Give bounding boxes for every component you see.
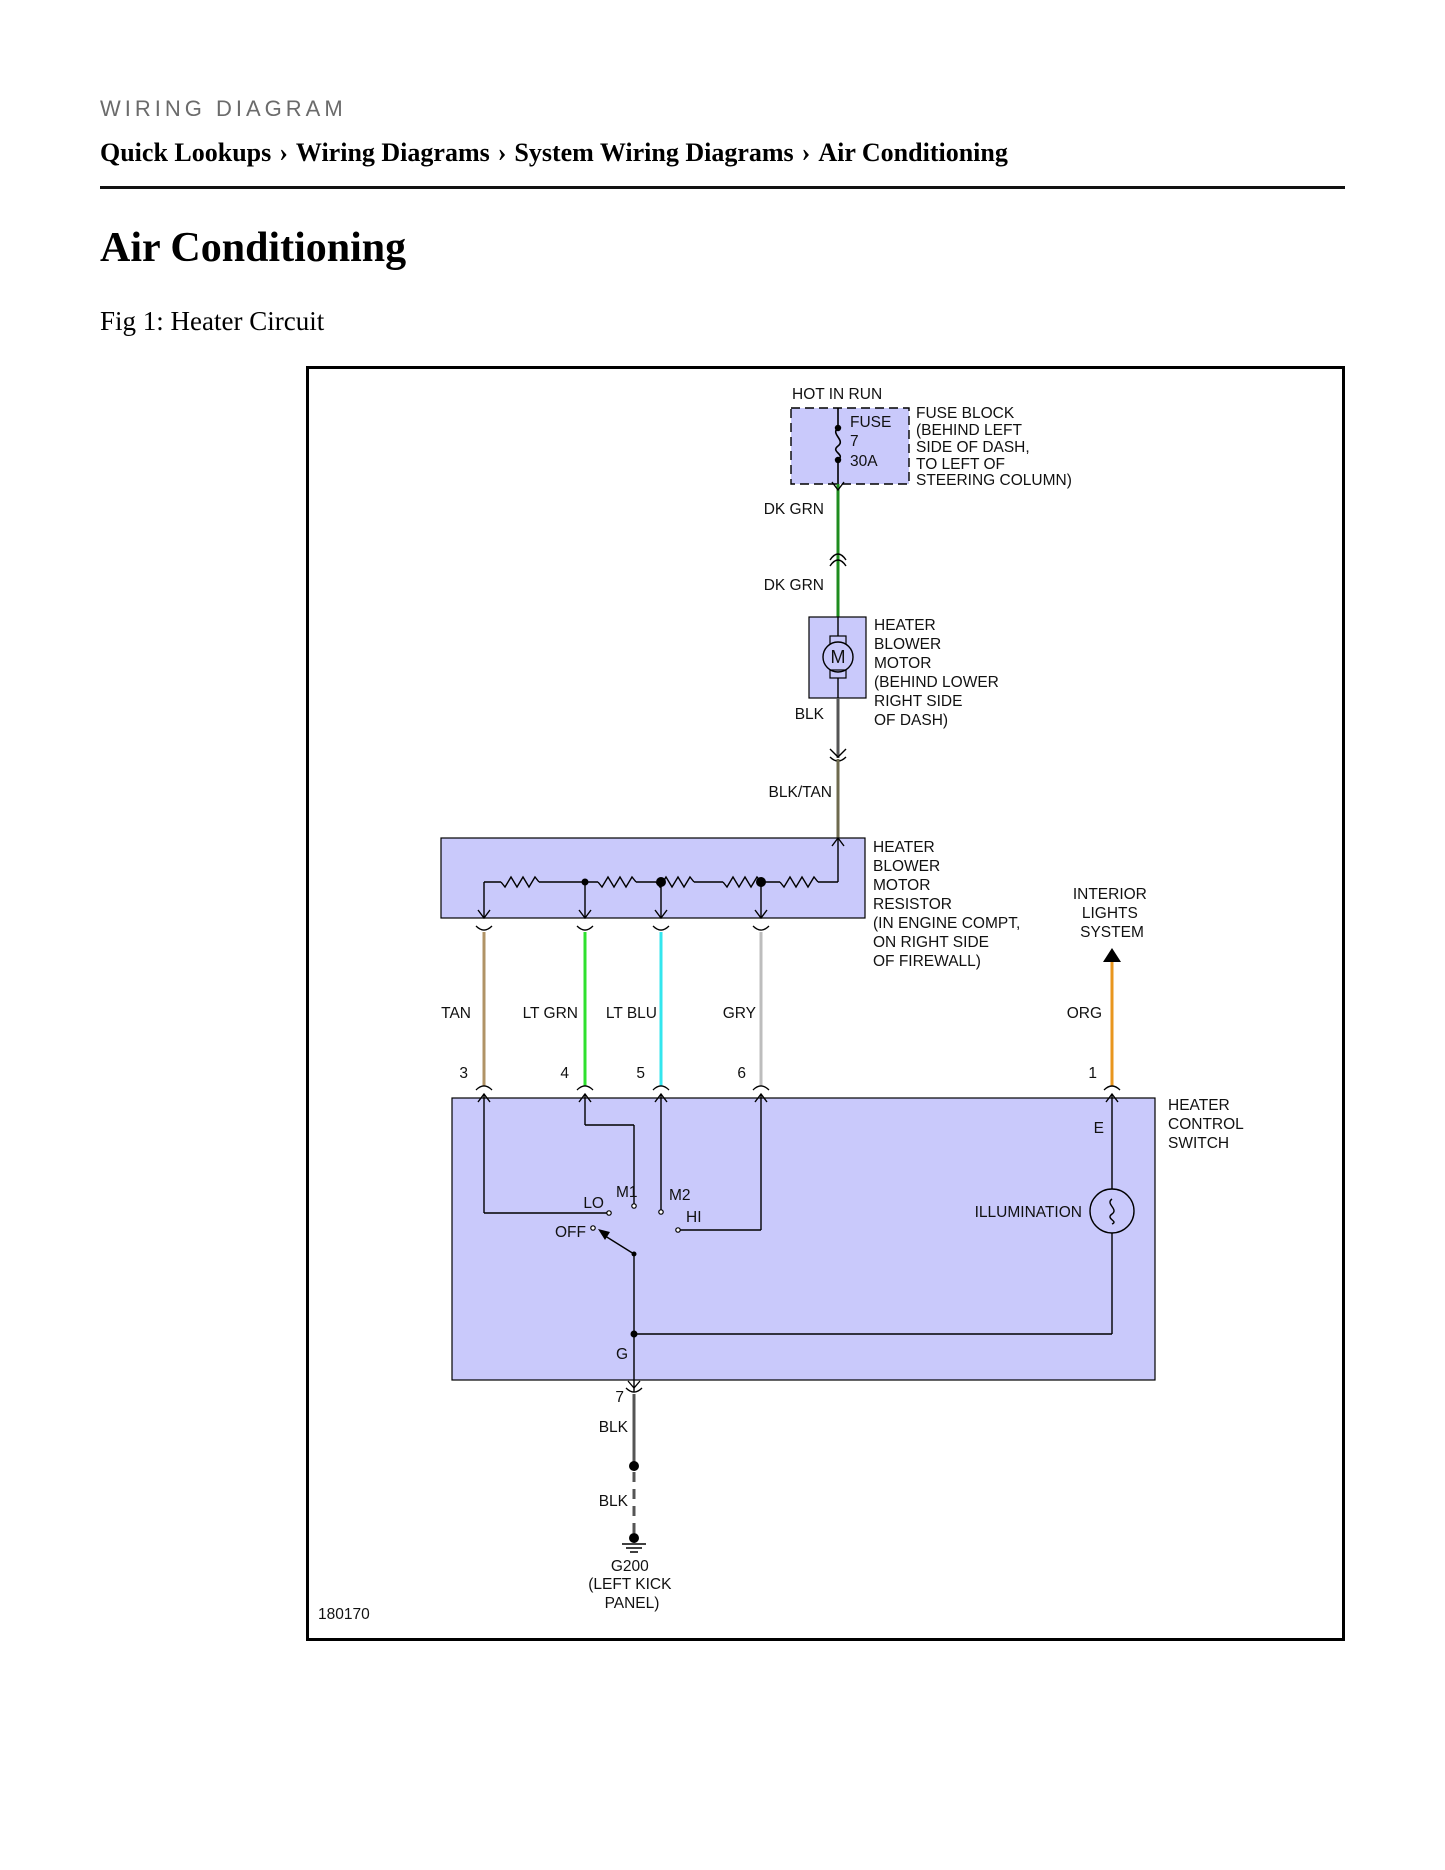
heater-control-switch-label: HEATER CONTROL SWITCH: [1168, 1097, 1248, 1152]
wire-label-tan: TAN: [441, 1005, 471, 1022]
ground-g200-label: G200 (LEFT KICK PANEL): [588, 1558, 676, 1612]
wiring-diagram: HOT IN RUN FUSE 7 30A FUSE BLOCK (BEHIND…: [306, 366, 1345, 1641]
interior-lights-arrow-icon: [1103, 948, 1121, 962]
breadcrumb: Quick Lookups›Wiring Diagrams›System Wir…: [100, 138, 1008, 168]
resistor-node: [656, 877, 666, 887]
pin-4-label: 4: [560, 1065, 569, 1082]
wire-label-blk-motor: BLK: [795, 706, 825, 723]
switch-terminal-e: E: [1094, 1120, 1104, 1137]
heater-control-switch-box: [451, 1097, 1156, 1381]
switch-position-m2: M2: [669, 1187, 691, 1204]
section-eyebrow: WIRING DIAGRAM: [100, 96, 347, 121]
figure-caption: Fig 1: Heater Circuit: [100, 306, 325, 336]
switch-contacts: [590, 1203, 681, 1233]
wire-label-lt-blu: LT BLU: [606, 1005, 657, 1022]
interior-lights-label: INTERIOR LIGHTS SYSTEM: [1073, 886, 1151, 941]
switch-terminal-g: G: [616, 1346, 628, 1363]
switch-position-off: OFF: [555, 1224, 586, 1241]
wire-label-blk-tan: BLK/TAN: [769, 784, 832, 801]
switch-position-lo: LO: [583, 1195, 604, 1212]
ground-symbol-icon: [622, 1533, 646, 1553]
illumination-label: ILLUMINATION: [975, 1204, 1082, 1221]
breadcrumb-item-wiring-diagrams[interactable]: Wiring Diagrams: [295, 138, 490, 167]
switch-connectors-icon: [475, 1085, 1121, 1091]
breadcrumb-separator: ›: [497, 138, 507, 167]
resistor-label: HEATER BLOWER MOTOR RESISTOR (IN ENGINE …: [873, 839, 1025, 970]
pin-5-label: 5: [636, 1065, 645, 1082]
blower-motor-label: HEATER BLOWER MOTOR (BEHIND LOWER RIGHT …: [874, 617, 1003, 729]
wire-label-org: ORG: [1067, 1005, 1102, 1022]
breadcrumb-separator: ›: [279, 138, 288, 167]
pin-7-label: 7: [615, 1389, 624, 1406]
breadcrumb-separator: ›: [801, 138, 811, 167]
connector-fuse-out-icon: [831, 481, 845, 492]
resistor-node: [756, 877, 766, 887]
blower-motor-icon: [822, 617, 854, 698]
fuse-rating: 30A: [850, 453, 878, 470]
resistor-node: [581, 878, 589, 886]
inline-connector-icon: [829, 553, 847, 567]
switch-wiper-arrow-icon: [598, 1229, 610, 1240]
fuse-label: FUSE: [850, 414, 891, 431]
switch-pivot: [631, 1251, 637, 1257]
switch-internal-wiring: [477, 1092, 1119, 1392]
wire-label-blk-ground-1: BLK: [599, 1419, 629, 1436]
pin-3-label: 3: [459, 1065, 468, 1082]
breadcrumb-item-system-wiring-diagrams[interactable]: System Wiring Diagrams: [514, 138, 794, 167]
diagram-frame: [306, 366, 1345, 1641]
ground-connector-icon: [625, 1380, 643, 1393]
pin-1-label: 1: [1088, 1065, 1097, 1082]
splice-node: [629, 1461, 639, 1471]
header-divider: [100, 186, 1345, 189]
wire-label-blk-ground-2: BLK: [599, 1493, 629, 1510]
breadcrumb-item-quick-lookups[interactable]: Quick Lookups: [100, 138, 272, 167]
switch-ground-node: [630, 1330, 638, 1338]
page-title: Air Conditioning: [100, 225, 407, 271]
breadcrumb-item-air-conditioning[interactable]: Air Conditioning: [818, 138, 1008, 167]
fuse-number: 7: [850, 433, 859, 450]
fuse-block: [790, 407, 910, 485]
blower-motor-symbol: M: [831, 647, 846, 667]
pin-6-label: 6: [737, 1065, 746, 1082]
fuse-icon: [834, 408, 842, 484]
wire-label-dk-grn-1: DK GRN: [764, 501, 824, 518]
wire-label-gry: GRY: [723, 1005, 756, 1022]
figure-id: 180170: [318, 1606, 370, 1623]
hot-in-run-label: HOT IN RUN: [792, 386, 882, 403]
wire-label-dk-grn-2: DK GRN: [764, 577, 824, 594]
wire-label-lt-grn: LT GRN: [523, 1005, 578, 1022]
switch-position-m1: M1: [616, 1184, 638, 1201]
illumination-bulb-icon: [1089, 1188, 1135, 1234]
fuse-block-label: FUSE BLOCK (BEHIND LEFT SIDE OF DASH, TO…: [916, 405, 1072, 489]
switch-position-hi: HI: [686, 1209, 702, 1226]
resistor-connectors-icon: [475, 925, 770, 931]
